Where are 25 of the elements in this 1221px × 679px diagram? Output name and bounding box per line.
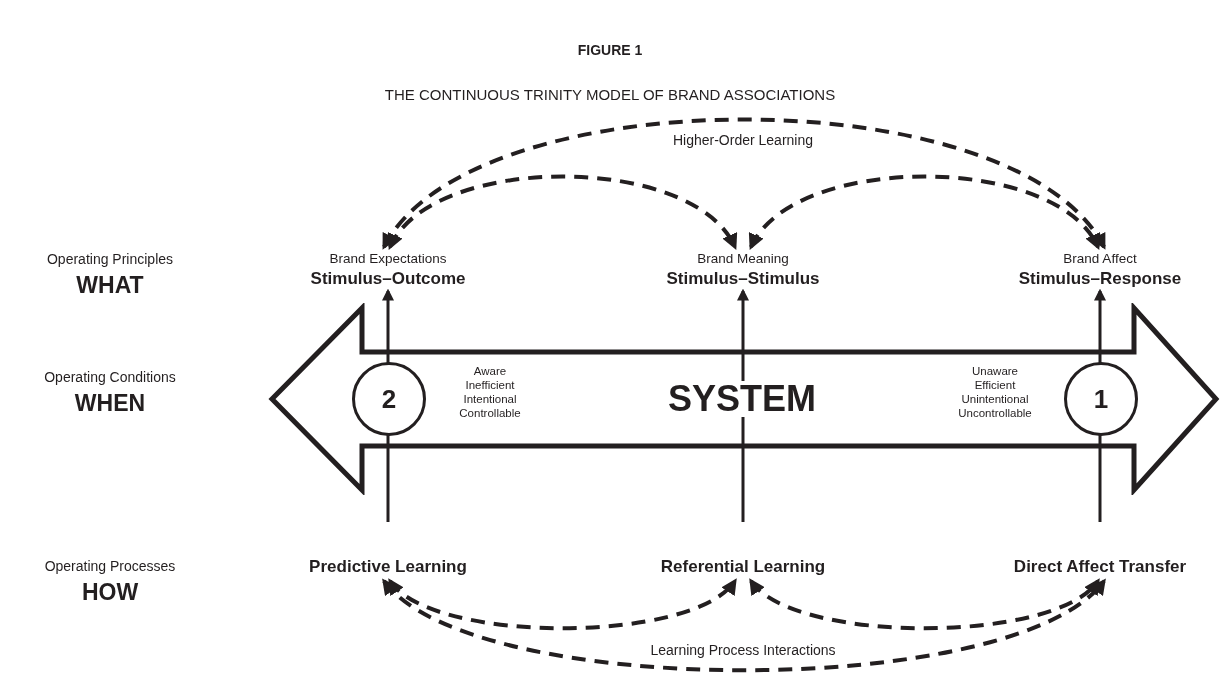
- condition-list: Aware Inefficient Intentional Controllable: [459, 364, 521, 420]
- figure-title: FIGURE 1: [577, 41, 643, 60]
- double-arrow-shape: [268, 303, 1221, 495]
- dashed-curved-arrow: [748, 578, 1101, 631]
- principle-label: Brand Meaning Stimulus–Stimulus: [666, 250, 820, 289]
- row-label: WHAT: [76, 271, 144, 300]
- condition-list: Unaware Efficient Unintentional Uncontrollable: [958, 364, 1032, 420]
- process-label: Referential Learning: [660, 556, 826, 578]
- row-label: WHEN: [74, 389, 146, 418]
- principle-label: Brand Expectations Stimulus–Outcome: [310, 250, 466, 289]
- row-label: Operating Principles: [46, 250, 174, 269]
- edge-label: Learning Process Interactions: [650, 640, 836, 660]
- edge-label: Higher-Order Learning: [672, 130, 814, 150]
- dashed-curved-arrow: [382, 117, 1106, 250]
- principle-label: Brand Affect Stimulus–Response: [1018, 250, 1182, 289]
- row-label: Operating Processes: [44, 557, 176, 576]
- figure-subtitle: THE CONTINUOUS TRINITY MODEL OF BRAND ASSOCIATIONS: [384, 85, 836, 105]
- row-label: HOW: [81, 578, 139, 607]
- dashed-curved-arrow: [387, 578, 738, 631]
- dashed-curved-arrow: [388, 174, 737, 250]
- process-label: Direct Affect Transfer: [1013, 556, 1187, 578]
- row-label: Operating Conditions: [44, 368, 176, 387]
- dashed-curved-arrow: [749, 174, 1100, 250]
- process-label: Predictive Learning: [309, 556, 467, 578]
- dashed-curved-arrow: [381, 578, 1107, 673]
